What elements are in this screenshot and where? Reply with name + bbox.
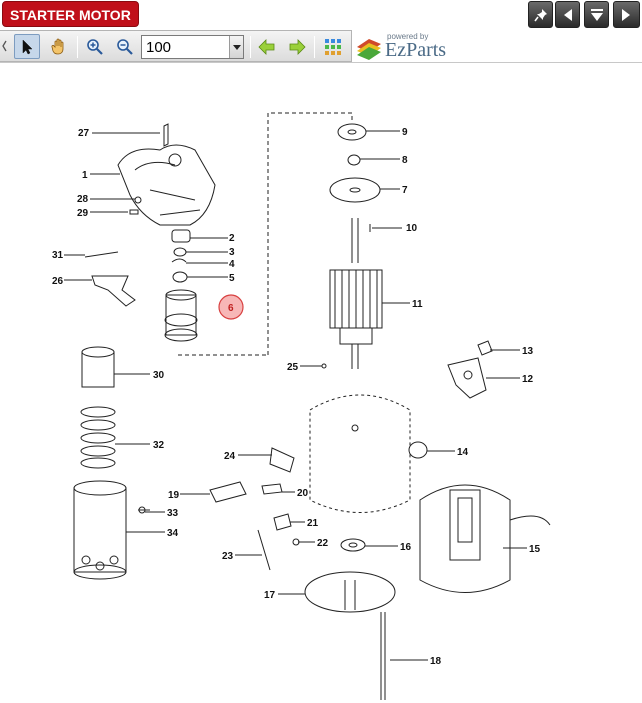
diagram-title: STARTER MOTOR xyxy=(2,1,139,27)
callout-7: 7 xyxy=(402,185,408,196)
selected-part-highlight[interactable] xyxy=(218,294,244,320)
callout-18: 18 xyxy=(430,656,442,667)
callout-30: 30 xyxy=(153,370,165,381)
callout-14: 14 xyxy=(457,447,469,458)
callout-23: 23 xyxy=(222,551,234,562)
zoom-select[interactable] xyxy=(141,35,244,59)
callout-12: 12 xyxy=(522,374,534,385)
callout-4: 4 xyxy=(229,259,235,270)
callout-11: 11 xyxy=(412,299,423,310)
zoom-dropdown-button[interactable] xyxy=(229,36,243,58)
select-tool-button[interactable] xyxy=(14,34,40,59)
callout-3: 3 xyxy=(229,247,235,258)
callout-10: 10 xyxy=(406,223,418,234)
exploded-parts-diagram[interactable]: 27 1 28 29 31 26 2 3 4 5 6 9 8 7 10 11 1… xyxy=(0,63,642,703)
callout-16: 16 xyxy=(400,542,412,553)
forward-button[interactable] xyxy=(284,34,310,59)
callout-17: 17 xyxy=(264,590,276,601)
callout-1: 1 xyxy=(82,170,88,181)
callout-20: 20 xyxy=(297,488,309,499)
back-button[interactable] xyxy=(254,34,280,59)
pin-button[interactable] xyxy=(528,1,553,28)
collapse-button[interactable] xyxy=(584,1,609,28)
callout-5: 5 xyxy=(229,273,235,284)
pan-tool-button[interactable] xyxy=(46,34,72,59)
callout-33: 33 xyxy=(167,508,179,519)
previous-button[interactable] xyxy=(555,1,580,28)
grid-view-button[interactable] xyxy=(320,34,346,59)
callout-24: 24 xyxy=(224,451,236,462)
callout-15: 15 xyxy=(529,544,541,555)
viewer-toolbar xyxy=(0,30,352,62)
title-bar: STARTER MOTOR xyxy=(0,0,642,30)
callout-32: 32 xyxy=(153,440,165,451)
zoom-in-button[interactable] xyxy=(82,34,108,59)
zoom-input[interactable] xyxy=(142,36,230,58)
zoom-out-button[interactable] xyxy=(112,34,138,59)
ezparts-logo-icon xyxy=(357,39,381,60)
toolbar-grip xyxy=(1,34,9,59)
callout-labels: 27 1 28 29 31 26 2 3 4 5 6 9 8 7 10 11 1… xyxy=(52,127,541,667)
callout-2: 2 xyxy=(229,233,235,244)
callout-31: 31 xyxy=(52,250,64,261)
logo-powered-by: powered by xyxy=(387,32,429,41)
callout-9: 9 xyxy=(402,127,408,138)
callout-19: 19 xyxy=(168,490,180,501)
callout-13: 13 xyxy=(522,346,534,357)
callout-28: 28 xyxy=(77,194,89,205)
callout-26: 26 xyxy=(52,276,64,287)
callout-6: 6 xyxy=(228,303,234,314)
callout-27: 27 xyxy=(78,128,90,139)
callout-8: 8 xyxy=(402,155,408,166)
callout-21: 21 xyxy=(307,518,319,529)
logo-name: EzParts xyxy=(385,39,447,61)
callout-34: 34 xyxy=(167,528,179,539)
ezparts-logo: powered by EzParts xyxy=(355,30,465,62)
callout-25: 25 xyxy=(287,362,299,373)
callout-29: 29 xyxy=(77,208,89,219)
next-button[interactable] xyxy=(613,1,640,28)
callout-22: 22 xyxy=(317,538,329,549)
